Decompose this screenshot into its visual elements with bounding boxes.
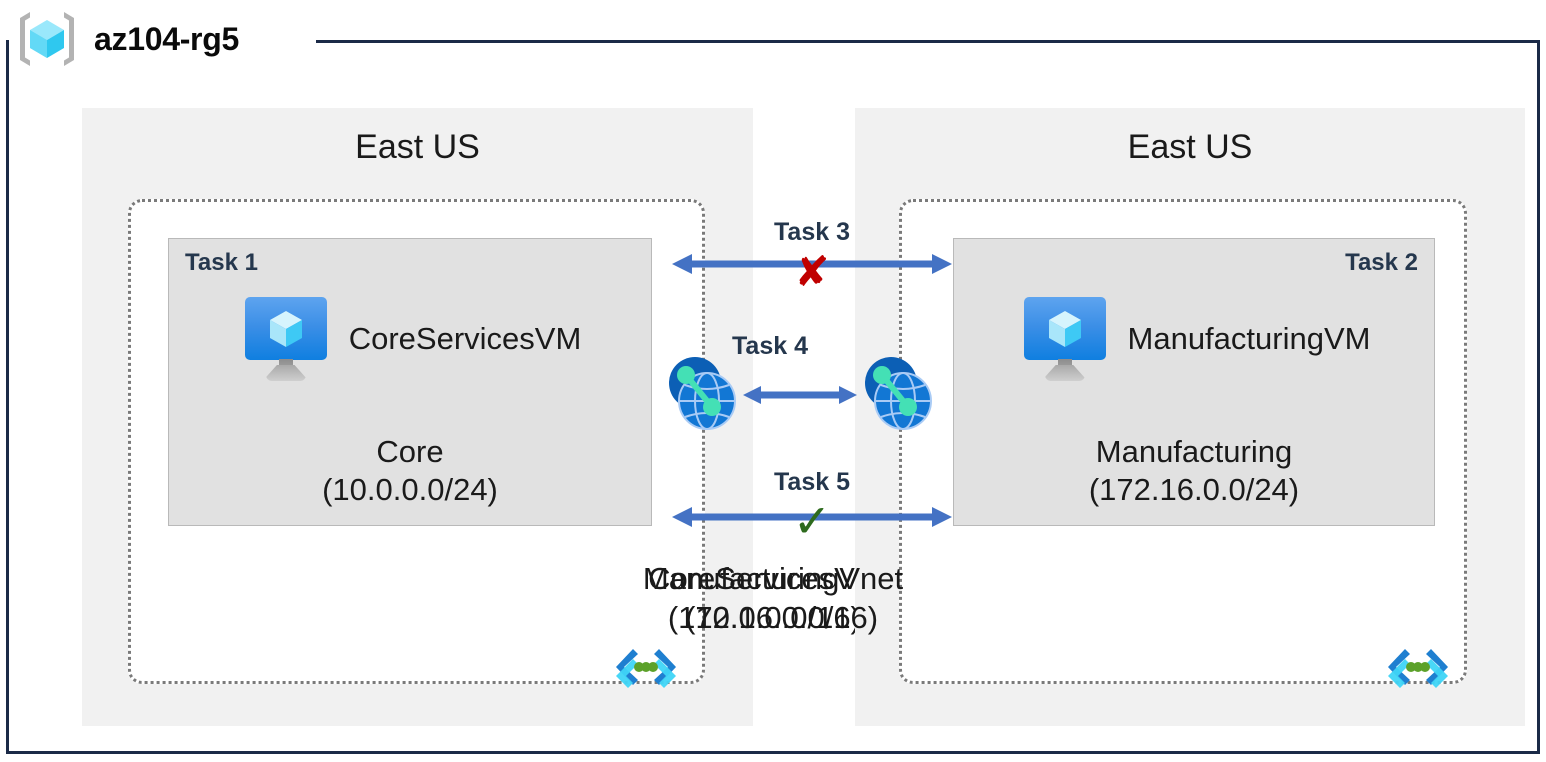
subnet-cidr-right: (172.16.0.0/24) — [1088, 472, 1300, 508]
connector-label-task5: Task 5 — [774, 468, 850, 496]
vnet-name-right: ManufacturingVnet — [642, 561, 904, 596]
subnet-name-left: Core — [376, 434, 444, 470]
vnet-peering-globe-icon — [662, 353, 744, 435]
resource-group-cube-icon — [14, 8, 80, 70]
subnet-info-right: Manufacturing (172.16.0.0/24) — [954, 433, 1434, 509]
vnet-peering-globe-icon — [858, 353, 940, 435]
vnet-info-right: ManufacturingVnet (172.16.0.0/16) — [0, 560, 1546, 638]
region-label-right: East US — [1127, 128, 1253, 166]
connector-label-task4: Task 4 — [732, 332, 808, 360]
vm-row-right: ManufacturingVM — [954, 297, 1434, 381]
vnet-brackets-icon — [615, 645, 677, 689]
vnet-brackets-icon — [1387, 645, 1449, 689]
region-label-left: East US — [355, 128, 480, 166]
vm-name-left: CoreServicesVM — [348, 321, 582, 356]
task-tag-right: Task 2 — [1345, 249, 1418, 276]
task-tag-left: Task 1 — [185, 249, 258, 276]
resource-group-top-line — [316, 40, 1540, 43]
subnet-box-right: Task 2 ManufacturingVM Manufacturing (17… — [953, 238, 1435, 526]
virtual-machine-icon — [1018, 297, 1112, 381]
vm-cube-glyph — [1047, 309, 1083, 349]
vm-stand-base — [265, 365, 306, 381]
connector-arrow-task3 — [670, 248, 954, 280]
subnet-name-right: Manufacturing — [1095, 434, 1293, 470]
vm-stand-base — [1044, 365, 1085, 381]
subnet-box-left: Task 1 CoreServicesVM Core (10.0.0.0/24) — [168, 238, 652, 526]
subnet-cidr-left: (10.0.0.0/24) — [322, 472, 498, 508]
connector-arrow-task5 — [670, 501, 954, 533]
subnet-info-left: Core (10.0.0.0/24) — [169, 433, 651, 509]
virtual-machine-icon — [239, 297, 333, 381]
status-mark-blocked-task3: ✘ — [794, 248, 830, 295]
vm-row-left: CoreServicesVM — [169, 297, 651, 381]
connector-arrow-task4 — [742, 380, 858, 410]
vm-cube-glyph — [268, 309, 304, 349]
vnet-cidr-left: (10.0.0.0/16) — [685, 599, 861, 635]
resource-group-header: az104-rg5 — [14, 8, 239, 70]
vnet-cidr-right: (172.16.0.0/16) — [667, 599, 879, 635]
vm-name-right: ManufacturingVM — [1127, 321, 1371, 356]
status-mark-allowed-task5: ✓ — [792, 495, 832, 547]
connector-label-task3: Task 3 — [774, 218, 850, 246]
resource-group-title: az104-rg5 — [94, 21, 239, 57]
